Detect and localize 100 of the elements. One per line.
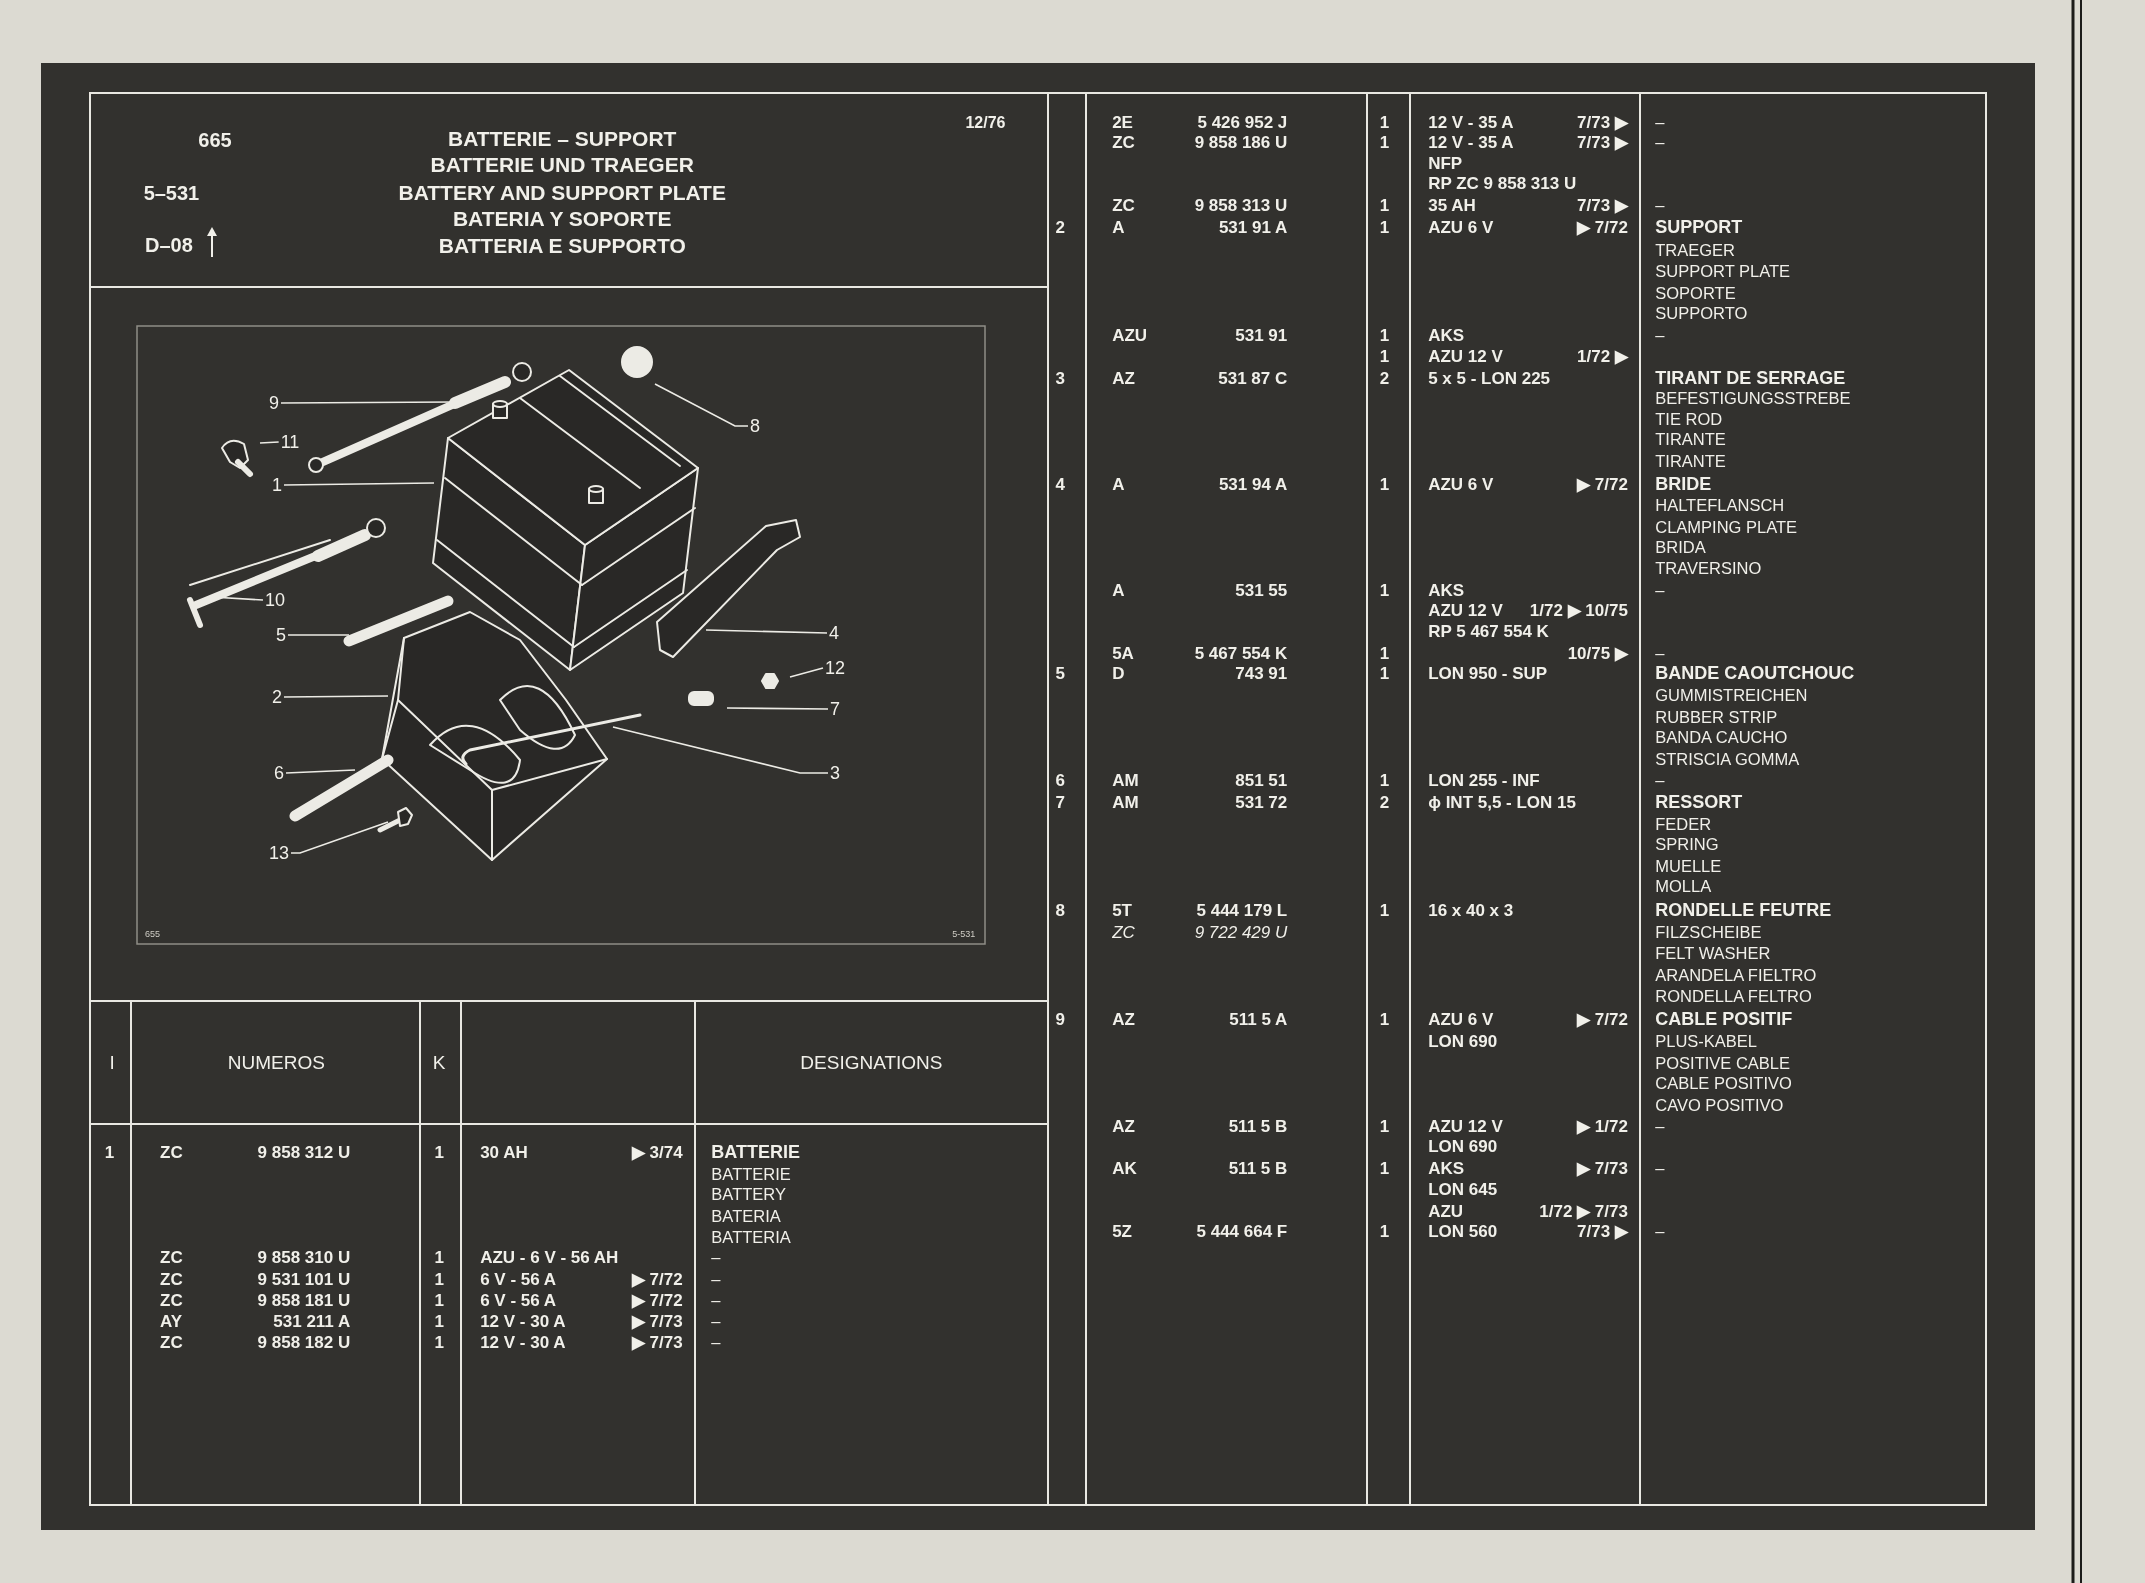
specification: 12 V - 35 A — [1428, 133, 1514, 151]
page-code: 665 — [198, 129, 232, 150]
part-number: 9 858 181 U — [257, 1291, 351, 1309]
part-number: 851 51 — [1235, 771, 1288, 789]
part-name: – — [1655, 113, 1665, 130]
part-name: SPRING — [1655, 835, 1719, 853]
part-name: STRISCIA GOMMA — [1655, 750, 1800, 768]
page-title: BATTERIE – SUPPORT — [448, 127, 677, 149]
part-name: GUMMISTREICHEN — [1655, 686, 1808, 704]
part-number: 531 91 — [1235, 326, 1288, 344]
part-name: BATTERY — [711, 1186, 786, 1203]
part-prefix: 5T — [1112, 901, 1132, 919]
part-name: BANDE CAOUTCHOUC — [1655, 664, 1855, 683]
specification: AKS — [1428, 326, 1465, 344]
quantity: 2 — [1379, 793, 1390, 811]
drawing-code: 655 — [145, 929, 161, 939]
part-name: TIE ROD — [1655, 410, 1723, 427]
part-number: 531 87 C — [1218, 369, 1288, 387]
validity-date: ▶ 7/72 — [1577, 475, 1628, 493]
leader-line — [789, 667, 824, 678]
specification: LON 645 — [1428, 1180, 1498, 1198]
quantity: 1 — [1379, 1159, 1390, 1177]
item-number: 8 — [1055, 901, 1065, 919]
item-number: 7 — [1055, 793, 1065, 811]
part-prefix: A — [1112, 475, 1125, 493]
title-line: BATTERIA E SUPPORTO — [438, 234, 686, 256]
part-prefix: 2E — [1112, 113, 1133, 131]
quantity: 1 — [1379, 901, 1390, 919]
part-prefix: AZU — [1112, 326, 1148, 344]
specification: 5 x 5 - LON 225 — [1428, 369, 1551, 387]
page-code: 5–531 — [143, 182, 200, 203]
title-line: BATERIA Y SOPORTE — [452, 207, 672, 228]
validity-date: ▶ 7/72 — [1577, 218, 1628, 236]
validity-date: 7/73 ▶ — [1577, 113, 1628, 131]
quantity: 1 — [1379, 326, 1390, 344]
part-prefix: AY — [160, 1312, 183, 1330]
part-prefix: 5A — [1112, 644, 1134, 661]
part-name: SUPPORTO — [1655, 305, 1748, 322]
callout-number: 1 — [270, 476, 284, 494]
quantity: 1 — [1379, 581, 1390, 599]
part-name: BANDA CAUCHO — [1655, 729, 1788, 746]
part-prefix: AZ — [1112, 1117, 1135, 1135]
title-line: BATTERY AND SUPPORT PLATE — [398, 181, 726, 202]
part-number: 531 94 A — [1218, 475, 1288, 493]
specification: AZU 6 V — [1428, 475, 1494, 493]
part-prefix: ZC — [160, 1248, 183, 1266]
specification: 6 V - 56 A — [480, 1291, 557, 1309]
callout-number: 10 — [263, 591, 287, 609]
part-prefix: ZC — [160, 1143, 183, 1161]
specification: 16 x 40 x 3 — [1428, 901, 1514, 919]
part-number: 9 858 186 U — [1194, 133, 1288, 151]
part-name: BATTERIE — [711, 1142, 800, 1161]
part-name: POSITIVE CABLE — [1655, 1054, 1791, 1072]
part-name: BATERIA — [711, 1207, 781, 1225]
validity-date: ▶ 7/72 — [1577, 1010, 1628, 1028]
part-number: 531 72 — [1235, 793, 1288, 811]
part-number: 5 444 179 L — [1196, 901, 1288, 919]
validity-date: 1/72 ▶ — [1577, 347, 1628, 365]
part-prefix: ZC — [160, 1291, 183, 1309]
part-name: BATTERIE — [711, 1165, 791, 1182]
part-number: 5 426 952 J — [1197, 113, 1288, 131]
item-number: 1 — [104, 1143, 115, 1161]
quantity: 1 — [434, 1333, 444, 1351]
leader-line — [287, 634, 350, 636]
part-name: RUBBER STRIP — [1655, 708, 1778, 726]
column-header: NUMEROS — [227, 1052, 325, 1072]
part-name: SUPPORT — [1655, 218, 1743, 237]
part-name: SOPORTE — [1655, 284, 1736, 301]
leader-line — [612, 726, 829, 774]
part-prefix: AK — [1112, 1159, 1137, 1177]
part-name: – — [1655, 644, 1665, 661]
part-name: – — [1655, 581, 1665, 598]
part-name: TIRANTE — [1655, 430, 1726, 448]
drawing-code: 5-531 — [952, 929, 976, 939]
specification: 6 V - 56 A — [480, 1270, 557, 1288]
part-prefix: AZ — [1112, 369, 1135, 387]
part-number: 5 467 554 K — [1194, 644, 1288, 661]
validity-date: 1/72 ▶ 10/75 — [1529, 601, 1628, 619]
callout-number: 12 — [823, 659, 847, 677]
quantity: 1 — [1379, 1010, 1390, 1028]
specification: RP ZC 9 858 313 U — [1428, 174, 1577, 192]
part-name: RONDELLA FELTRO — [1655, 987, 1812, 1005]
part-name: TIRANT DE SERRAGE — [1655, 368, 1846, 387]
validity-date: 7/73 ▶ — [1577, 196, 1628, 214]
specification: NFP — [1428, 154, 1463, 172]
item-number: 5 — [1055, 664, 1065, 682]
specification: 35 AH — [1428, 196, 1476, 214]
part-number: 5 444 664 F — [1196, 1222, 1288, 1240]
callout-number: 9 — [267, 394, 281, 412]
column-header: K — [432, 1052, 446, 1072]
leader-line — [290, 821, 389, 854]
callout-number: 6 — [272, 764, 286, 782]
quantity: 1 — [434, 1248, 444, 1266]
specification: AZU 6 V — [1428, 1010, 1494, 1028]
part-number: 511 5 B — [1228, 1159, 1288, 1177]
part-number: 531 55 — [1235, 581, 1288, 599]
column-header: DESIGNATIONS — [800, 1052, 943, 1072]
part-number: 511 5 A — [1229, 1010, 1288, 1028]
callout-number: 5 — [274, 626, 288, 644]
validity-date: ▶ 7/73 — [1577, 1159, 1628, 1177]
